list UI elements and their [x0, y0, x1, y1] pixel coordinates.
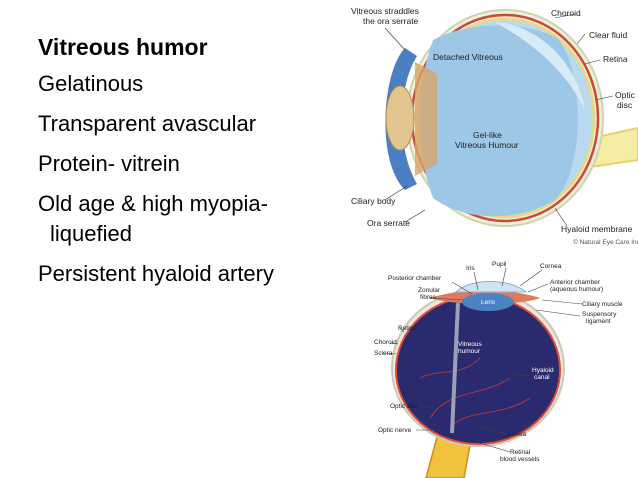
lens-shape	[385, 85, 415, 151]
label-retina: Retina	[603, 54, 628, 64]
label-posterior-chamber: Posterior chamber	[388, 275, 442, 282]
label-zonular-1: Zonular	[418, 287, 441, 294]
label-optic-2: disc	[617, 100, 633, 110]
label-iris: Iris	[466, 265, 475, 272]
label-anterior-chamber-2: (aqueous humour)	[550, 286, 603, 293]
label-ciliary-muscle: Ciliary muscle	[582, 301, 623, 308]
eye-cross-section-diagram: Pupil Iris Cornea Posterior chamber Ante…	[360, 258, 638, 478]
label-detached-vitreous: Detached Vitreous	[433, 52, 503, 62]
lens-bottom-shape	[462, 293, 514, 311]
label-optic-1: Optic	[615, 90, 636, 100]
label-suspensory-2: ligament	[586, 318, 611, 325]
label-vitreous-straddles-2: the ora serrate	[363, 16, 419, 26]
vitreous-body-shape	[419, 25, 578, 217]
detached-vitreous-diagram: Vitreous straddles the ora serrate Choro…	[345, 0, 638, 246]
label-ora-serrate: Ora serrate	[367, 218, 410, 228]
label-hyaloid-2: canal	[534, 374, 550, 381]
label-optic-nerve: Optic nerve	[378, 427, 412, 434]
vitreous-bottom-shape	[396, 296, 560, 444]
bullet-persistent-hyaloid-artery: Persistent hyaloid artery	[38, 261, 274, 286]
slide-text: Vitreous humor Gelatinous Transparent av…	[38, 32, 338, 299]
label-suspensory-1: Suspensory	[582, 311, 617, 318]
label-retinal-2: blood vessels	[500, 456, 540, 463]
label-clear-fluid: Clear fluid	[589, 30, 628, 40]
label-hyaloid-1: Hyaloid	[532, 367, 554, 374]
hyaloid-canal-shape	[450, 302, 460, 434]
bullet-old-age-line2: liquefied	[50, 221, 132, 246]
label-retina-bottom: Retina	[398, 325, 417, 332]
label-lens: Lens	[481, 299, 496, 306]
label-ciliary-body: Ciliary body	[351, 196, 396, 206]
ciliary-body-shape	[415, 62, 437, 176]
bullet-gelatinous: Gelatinous	[38, 71, 144, 96]
label-zonular-2: fibres	[420, 294, 437, 301]
label-sclera: Sclera	[374, 350, 393, 357]
label-gel-like-1: Gel-like	[473, 130, 502, 140]
label-gel-like-2: Vitreous Humour	[455, 140, 519, 150]
bullet-transparent-avascular: Transparent avascular	[38, 111, 257, 136]
label-choroid-bottom: Choroid	[374, 339, 397, 346]
label-credit: © Natural Eye Care Inc	[573, 238, 638, 246]
label-vitreous-straddles-1: Vitreous straddles	[351, 6, 419, 16]
bullet-old-age: Old age & high myopia- liquefied	[38, 189, 338, 249]
bullet-protein-vitrein: Protein- vitrein	[38, 151, 180, 176]
label-fovea: Fovea	[508, 431, 526, 438]
label-optic-disc: Optic disc	[390, 403, 419, 410]
label-cornea: Cornea	[540, 263, 562, 270]
label-hyaloid-membrane: Hyaloid membrane	[561, 224, 633, 234]
label-anterior-chamber-1: Anterior chamber	[550, 279, 601, 286]
detached-area-shape	[495, 22, 585, 110]
label-vitreous-1: Vitreous	[458, 341, 482, 348]
label-pupil: Pupil	[492, 261, 507, 268]
slide-title: Vitreous humor	[38, 34, 208, 60]
label-choroid: Choroid	[551, 8, 581, 18]
label-retinal-1: Retinal	[510, 449, 531, 456]
bullet-old-age-line1: Old age & high myopia-	[38, 191, 268, 216]
label-vitreous-2: humour	[458, 348, 481, 355]
